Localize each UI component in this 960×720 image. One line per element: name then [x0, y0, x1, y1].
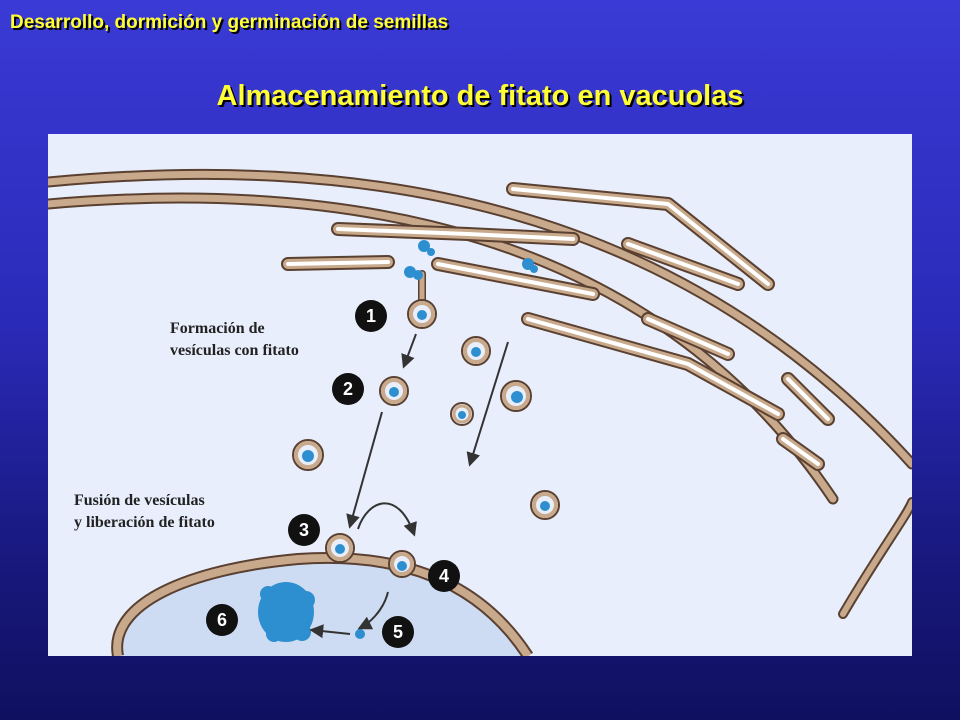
step-number-4: 4	[439, 566, 449, 586]
vesicle	[450, 402, 474, 426]
vesicle	[292, 439, 324, 471]
vesicle	[530, 490, 560, 520]
step-marker-5: 5	[382, 616, 414, 648]
step-marker-1: 1	[355, 300, 387, 332]
formation-label-line1: Formación de	[170, 320, 265, 337]
fusion-label-line2: y liberación de fitato	[74, 514, 215, 531]
fusion-label-line1: Fusión de vesículas	[74, 492, 205, 509]
header-title: Desarrollo, dormición y germinación de s…	[10, 12, 449, 33]
formation-label: Formación de vesículas con fitato	[170, 318, 299, 362]
step-marker-4: 4	[428, 560, 460, 592]
phytate-diagram: 1 2 3 4 5 6 Formación de vesículas con f…	[48, 134, 912, 656]
phytate-crystal	[258, 582, 365, 642]
arrows	[309, 333, 509, 639]
step-number-5: 5	[393, 622, 403, 642]
step-marker-3: 3	[288, 514, 320, 546]
slide-title: Almacenamiento de fitato en vacuolas	[216, 80, 744, 112]
fusion-label: Fusión de vesículas y liberación de fita…	[74, 490, 215, 534]
step-number-2: 2	[343, 379, 353, 399]
vesicle	[407, 299, 437, 329]
step-markers: 1 2 3 4 5 6	[206, 300, 460, 648]
vesicle	[461, 336, 491, 366]
vesicle	[379, 376, 409, 406]
vacuole	[111, 550, 534, 656]
step-number-3: 3	[299, 520, 309, 540]
diagram-illustration: 1 2 3 4 5 6	[48, 168, 912, 656]
step-number-6: 6	[217, 610, 227, 630]
step-marker-2: 2	[332, 373, 364, 405]
step-marker-6: 6	[206, 604, 238, 636]
formation-label-line2: vesículas con fitato	[170, 342, 299, 359]
vesicle	[500, 380, 532, 412]
endoplasmic-reticulum	[281, 182, 835, 471]
phytate-in-er	[404, 240, 538, 280]
vesicle	[325, 533, 355, 563]
vesicles	[292, 299, 560, 563]
step-number-1: 1	[366, 306, 376, 326]
